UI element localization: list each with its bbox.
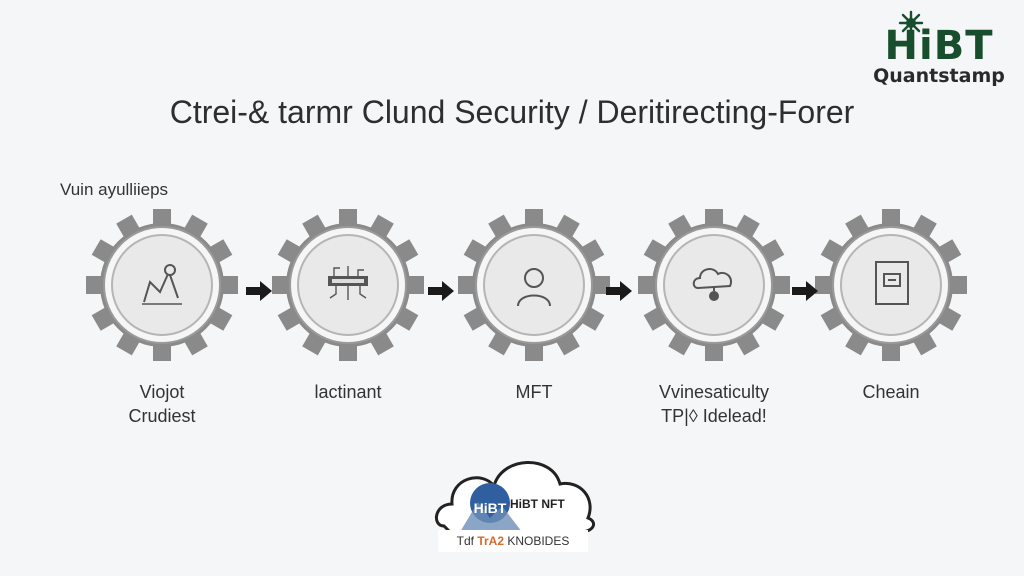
footer-logo-name: HiBT NFT <box>510 497 565 511</box>
arrow-icon <box>792 281 818 301</box>
brand-logo: HiBT Quantstamp <box>864 8 1014 86</box>
gear-step-4 <box>638 209 790 361</box>
step-label-1: Viojot Crudiest <box>77 380 247 428</box>
step-label-line: Viojot <box>139 382 185 402</box>
gear-ring <box>663 234 765 336</box>
footer-band-right: KNOBIDES <box>507 534 570 548</box>
user-icon <box>517 268 551 307</box>
footer-band-left: Tdf <box>456 534 474 548</box>
gear-step-1 <box>86 209 238 361</box>
circuit-icon <box>328 266 368 300</box>
step-label-line: TP|◊ Idelead! <box>661 406 767 426</box>
step-label-line: lactinant <box>314 382 382 402</box>
diagram-subtitle: Vuin ayulliieps <box>60 180 169 199</box>
gear-ring <box>483 234 585 336</box>
step-label-line: MFT <box>515 382 553 402</box>
device-icon <box>875 261 909 305</box>
step-label-line: Vvinesaticulty <box>658 382 770 402</box>
step-label-4: Vvinesaticulty TP|◊ Idelead! <box>629 380 799 428</box>
chart-icon <box>142 264 182 305</box>
sparkle-icon <box>898 10 924 36</box>
arrow-icon <box>606 281 632 301</box>
footer-band: Tdf TrA2 KNOBIDES <box>438 530 588 552</box>
arrow-icon <box>428 281 454 301</box>
step-label-line: Cheain <box>862 382 920 402</box>
footer-badge: HiBT <box>473 500 507 516</box>
step-label-3: MFT <box>449 380 619 404</box>
page-title: Ctrei-& tarmr Clund Security / Deritirec… <box>169 94 855 130</box>
gear-step-3 <box>458 209 610 361</box>
footer-cloud-logo <box>435 461 596 534</box>
step-label-5: Cheain <box>806 380 976 404</box>
brand-sub: Quantstamp <box>873 65 1005 87</box>
gear-ring <box>111 234 213 336</box>
cloud-icon <box>692 268 732 301</box>
brand-name: HiBT <box>884 23 994 69</box>
footer-band-accent: TrA2 <box>477 534 504 548</box>
step-label-2: lactinant <box>263 380 433 404</box>
step-label-line: Crudiest <box>128 406 196 426</box>
arrow-icon <box>246 281 272 301</box>
